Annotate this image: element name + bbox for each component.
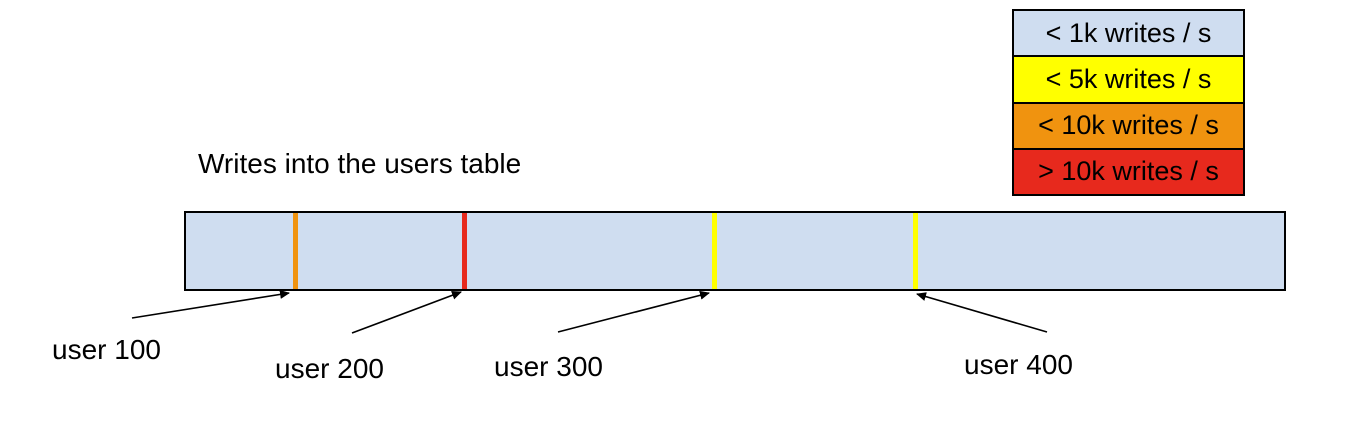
write-hotspot-marker-user-100 (293, 213, 298, 289)
arrow-user-300 (557, 290, 710, 333)
legend-item-label: < 10k writes / s (1038, 110, 1219, 141)
legend-item-lt-1k: < 1k writes / s (1014, 11, 1243, 56)
legend-item-label: < 5k writes / s (1045, 63, 1212, 94)
write-hotspot-marker-user-200 (462, 213, 467, 289)
arrow-user-400 (916, 292, 1048, 333)
legend-item-lt-5k: < 5k writes / s (1014, 55, 1243, 102)
label-user-100: user 100 (52, 334, 161, 365)
label-user-200: user 200 (275, 353, 384, 384)
legend-item-label: < 1k writes / s (1045, 17, 1212, 48)
legend-item-gt-10k: > 10k writes / s (1014, 147, 1243, 194)
legend-item-label: > 10k writes / s (1038, 156, 1219, 187)
legend-item-lt-10k: < 10k writes / s (1014, 101, 1243, 148)
label-user-300: user 300 (494, 351, 603, 382)
diagram-title: Writes into the users table (198, 148, 522, 179)
arrow-user-200 (351, 290, 462, 334)
users-table-bar (184, 211, 1286, 291)
write-hotspot-marker-user-300 (712, 213, 717, 289)
write-hotspot-marker-user-400 (913, 213, 918, 289)
arrow-user-100 (131, 289, 290, 319)
label-user-400: user 400 (964, 349, 1073, 380)
legend: < 1k writes / s < 5k writes / s < 10k wr… (1012, 9, 1245, 196)
